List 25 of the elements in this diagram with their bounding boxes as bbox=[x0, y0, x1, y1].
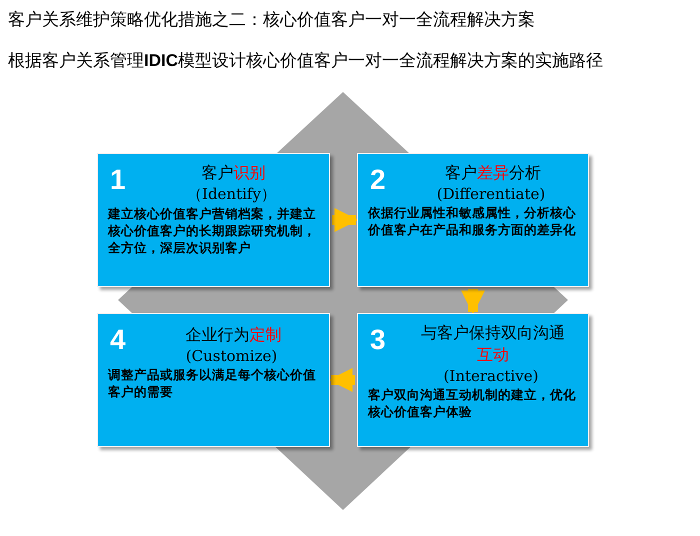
block-arrow bbox=[332, 208, 358, 232]
step-box bbox=[357, 313, 589, 447]
step-description: 调整产品或服务以满足每个核心价值客户的需要 bbox=[108, 366, 317, 400]
step-heading: 客户识别 bbox=[200, 162, 266, 184]
step-heading: 客户差异分析 bbox=[444, 162, 542, 184]
title: 客户关系维护策略优化措施之二：核心价值客户一对一全流程解决方案 bbox=[8, 9, 535, 31]
subtitle: 根据客户关系管理IDIC模型设计核心价值客户一对一全流程解决方案的实施路径 bbox=[8, 50, 604, 72]
step-number: 4 bbox=[110, 326, 126, 354]
step-box bbox=[97, 313, 330, 447]
block-arrow bbox=[461, 289, 485, 314]
block-arrow bbox=[328, 368, 355, 392]
step-heading: 与客户保持双向沟通互动 bbox=[420, 322, 566, 366]
step-description: 建立核心价值客户营销档案，并建立核心价值客户的长期跟踪研究机制，全方位，深层次识别客户 bbox=[108, 205, 317, 256]
step-box bbox=[357, 153, 589, 287]
english-term: (Interactive) bbox=[442, 367, 540, 385]
step-number: 2 bbox=[370, 166, 386, 194]
step-heading: 企业行为定制 bbox=[184, 324, 282, 346]
step-description: 依据行业属性和敏感属性，分析核心价值客户在产品和服务方面的差异化 bbox=[368, 204, 577, 238]
step-number: 1 bbox=[110, 166, 126, 194]
english-term: （Identify） bbox=[186, 185, 277, 204]
step-number: 3 bbox=[370, 326, 386, 354]
step-box bbox=[97, 153, 330, 287]
english-term: (Customize) bbox=[184, 347, 278, 365]
step-description: 客户双向沟通互动机制的建立，优化核心价值客户体验 bbox=[368, 386, 577, 420]
english-term: (Differentiate) bbox=[436, 185, 546, 203]
